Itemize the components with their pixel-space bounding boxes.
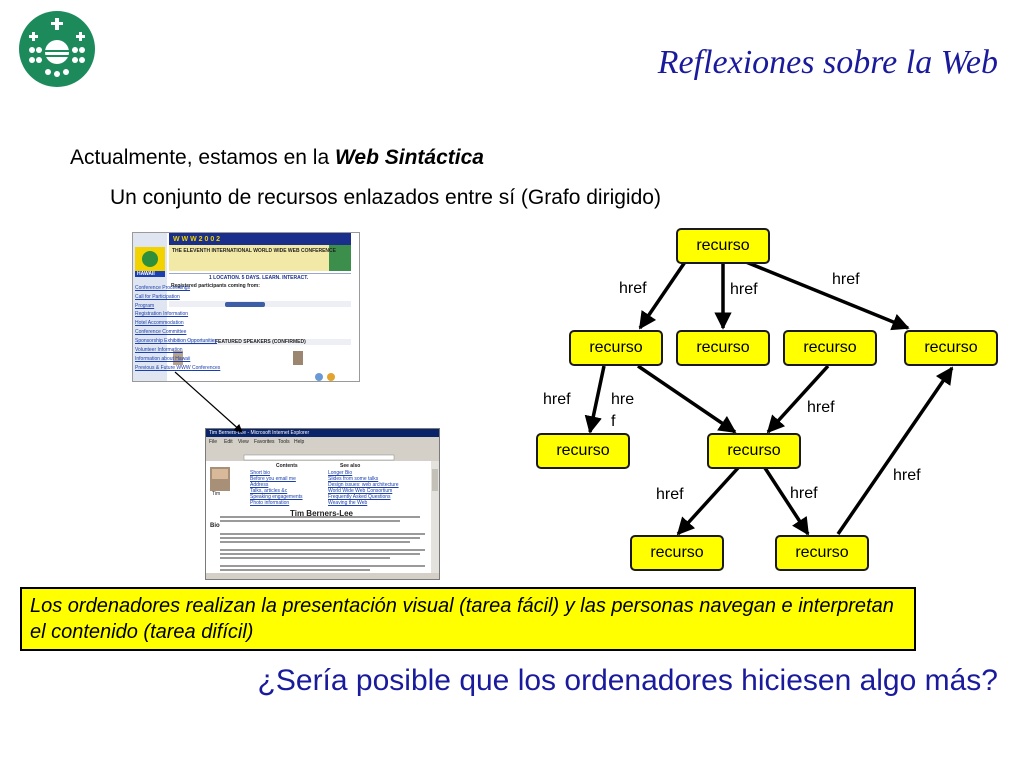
contents-link[interactable]: Before you email me	[250, 476, 296, 482]
edge-label: href	[619, 280, 647, 297]
contents-heading: Contents	[276, 463, 298, 469]
edge-mid1-lowcenter	[637, 364, 737, 434]
www2002-featured: FEATURED SPEAKERS (CONFIRMED)	[215, 339, 306, 345]
edge-top-mid1	[638, 261, 687, 330]
contents-link[interactable]: Photo information	[250, 500, 290, 506]
tbl-heading: Tim Berners-Lee	[290, 509, 353, 518]
contents-link[interactable]: Short bio	[250, 470, 271, 476]
edge-label: href	[807, 399, 835, 416]
contents-link[interactable]: Speaking engagements	[250, 494, 303, 500]
www2002-nav-item[interactable]: Sponsorship Exhibition Opportunities	[135, 338, 217, 344]
edge-top-mid4	[745, 260, 910, 331]
sub-point: Un conjunto de recursos enlazados entre …	[110, 186, 661, 209]
edge-label: href	[656, 486, 684, 503]
node-mid1: recurso	[569, 330, 663, 366]
www2002-conference: THE ELEVENTH INTERNATIONAL WORLD WIDE WE…	[172, 248, 336, 254]
node-low-center: recurso	[707, 433, 801, 469]
node-bottom-right: recurso	[775, 535, 869, 571]
edge-label: href	[730, 281, 758, 298]
www2002-participants: Registered participants coming from:	[171, 283, 260, 289]
www2002-nav-item[interactable]: Previous & Future WWW Conferences	[135, 365, 221, 371]
edge-bottomright-mid4	[836, 366, 954, 535]
browser-window-title: Tim Berners-Lee - Microsoft Internet Exp…	[209, 430, 310, 436]
www2002-nav-item[interactable]: Volunteer Information	[135, 347, 183, 353]
edge-label: href	[832, 271, 860, 288]
node-mid4: recurso	[904, 330, 998, 366]
seealso-link[interactable]: World Wide Web Consortium	[328, 488, 393, 494]
tbl-browser-screenshot: Tim Berners-Lee - Microsoft Internet Exp…	[205, 428, 440, 580]
www2002-nav-item[interactable]: Hotel Accommodation	[135, 320, 184, 326]
www2002-nav-item[interactable]: Registration Information	[135, 311, 189, 317]
slide-title: Reflexiones sobre la Web	[657, 44, 998, 81]
www2002-screenshot: W W W 2 0 0 2 THE ELEVENTH INTERNATIONAL…	[132, 232, 360, 382]
www2002-location: HAWAII	[137, 271, 155, 277]
node-mid2: recurso	[676, 330, 770, 366]
edge-label: href	[893, 467, 921, 484]
www2002-nav-item[interactable]: Information about Hawaii	[135, 356, 191, 362]
www2002-nav-item[interactable]: Program	[135, 303, 155, 309]
web-sintactica-term: Web Sintáctica	[334, 146, 484, 169]
contents-link[interactable]: Address	[250, 482, 269, 488]
contents-link[interactable]: Talks, articles &c	[250, 488, 288, 494]
www2002-nav-item[interactable]: Conference Proceedings	[135, 285, 191, 291]
photo-caption: Tim	[212, 491, 221, 497]
seealso-heading: See also	[340, 463, 361, 469]
node-low-left: recurso	[536, 433, 630, 469]
edge-mid3-lowcenter	[766, 364, 830, 434]
intro-line: Actualmente, estamos en la Web Sintáctic…	[70, 146, 484, 170]
seealso-link[interactable]: Frequently Asked Questions	[328, 494, 391, 500]
seealso-link[interactable]: Longer Bio	[328, 470, 353, 476]
edge-mid1-lowleft	[584, 365, 606, 434]
www2002-banner: W W W 2 0 0 2	[173, 236, 221, 243]
node-bottom-left: recurso	[630, 535, 724, 571]
www2002-nav-item[interactable]: Call for Participation	[135, 294, 180, 300]
note-box: Los ordenadores realizan la presentación…	[20, 587, 916, 651]
www2002-page-graphics	[133, 233, 359, 381]
edge-label: hre	[611, 391, 635, 408]
intro-text: Actualmente, estamos en la	[70, 146, 335, 169]
bio-section-heading: Bio	[210, 523, 220, 529]
www2002-tagline: 1 LOCATION. 5 DAYS. LEARN. INTERACT.	[209, 275, 309, 281]
seealso-link[interactable]: Slides from some talks	[328, 476, 379, 482]
node-mid3: recurso	[783, 330, 877, 366]
menu-view[interactable]: View	[238, 439, 249, 445]
screenshot-link-arrow	[174, 371, 243, 433]
university-seal-icon	[19, 11, 95, 87]
menu-tools[interactable]: Tools	[278, 439, 290, 445]
edge-label: href	[790, 485, 818, 502]
menu-help[interactable]: Help	[294, 439, 305, 445]
seealso-link[interactable]: Design issues: web architecture	[328, 482, 399, 488]
closing-question: ¿Sería posible que los ordenadores hicie…	[257, 664, 998, 697]
edge-lowcenter-bottomright	[763, 467, 810, 536]
edge-label: f	[611, 413, 616, 430]
menu-file[interactable]: File	[209, 439, 218, 445]
seealso-link[interactable]: Weaving the Web	[328, 500, 368, 506]
menu-favorites[interactable]: Favorites	[254, 439, 275, 445]
edge-lowcenter-bottomleft	[676, 466, 740, 536]
edge-label: href	[543, 391, 571, 408]
tbl-body-text	[220, 516, 425, 571]
www2002-nav-item[interactable]: Conference Committee	[135, 329, 187, 335]
node-top: recurso	[676, 228, 770, 264]
menu-edit[interactable]: Edit	[224, 439, 233, 445]
